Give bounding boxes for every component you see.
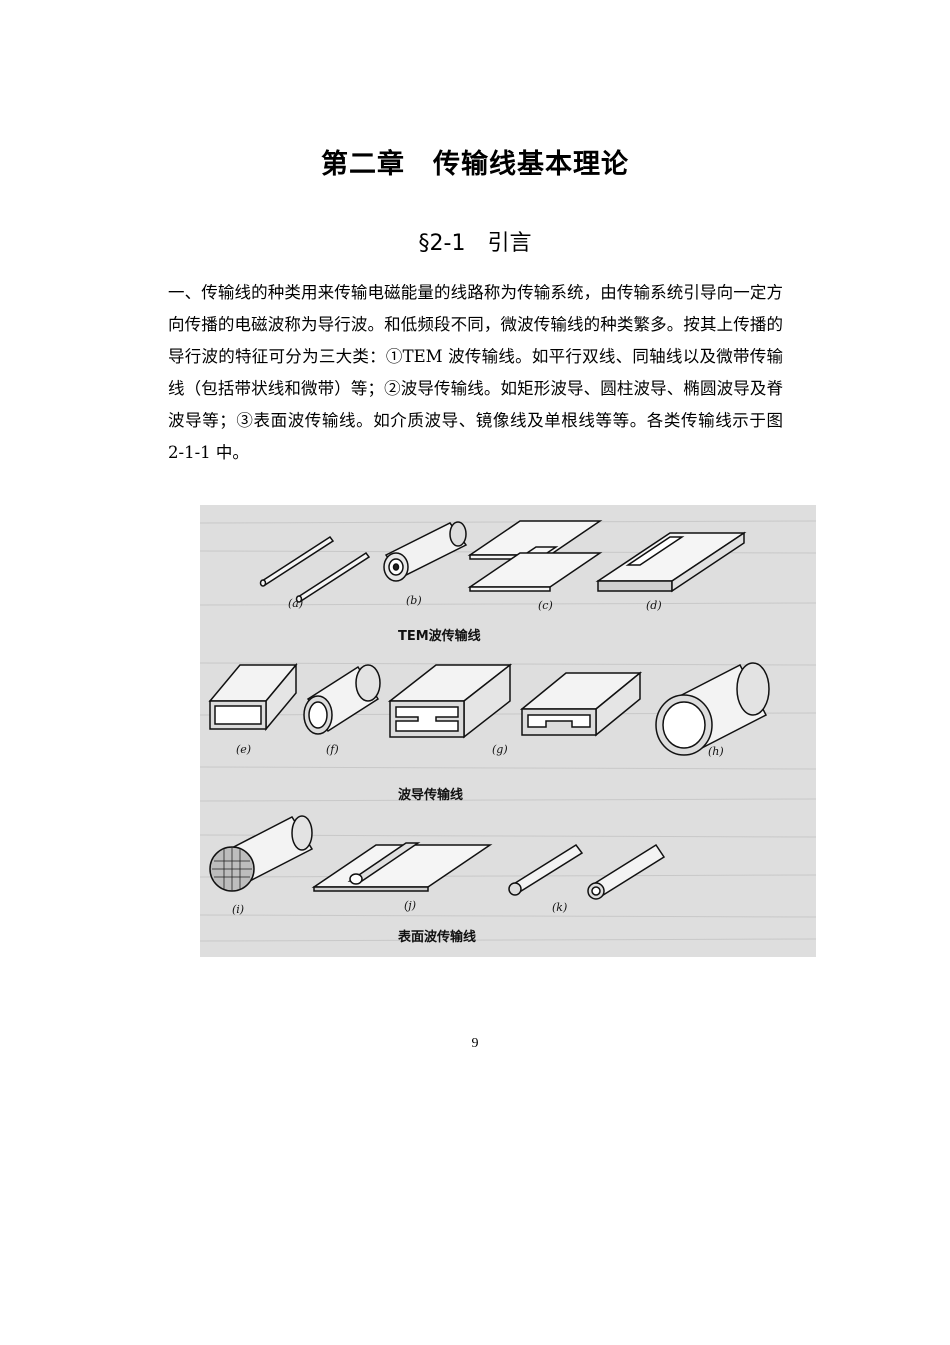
elliptic-waveguide-drawing	[655, 662, 770, 756]
ridge-waveguide-drawing	[387, 663, 513, 739]
label-h: (h)	[708, 745, 724, 758]
label-b: (b)	[406, 594, 422, 607]
label-d: (d)	[646, 599, 662, 612]
stripline-drawing	[467, 520, 603, 592]
label-g: (g)	[492, 743, 508, 756]
label-i: (i)	[232, 903, 244, 916]
single-wire-drawing	[508, 843, 666, 900]
figure-illustration: (a) (b) (c) (d) TEM波传输线	[200, 520, 816, 945]
label-c: (c)	[538, 599, 553, 612]
rectangular-waveguide-drawing	[208, 662, 298, 732]
label-f: (f)	[326, 743, 339, 756]
background-texture	[200, 520, 816, 942]
label-e: (e)	[236, 743, 251, 756]
caption-tem: TEM波传输线	[398, 628, 481, 644]
label-a: (a)	[288, 597, 303, 610]
coaxial-line-drawing	[383, 521, 468, 582]
label-j: (j)	[404, 899, 416, 912]
two-wire-line-drawing	[259, 535, 371, 603]
transmission-line-figure: (a) (b) (c) (d) TEM波传输线	[200, 505, 816, 957]
chapter-title: 第二章 传输线基本理论	[321, 149, 629, 180]
channel-guide-drawing	[519, 671, 643, 737]
section-title: §2-1 引言	[418, 231, 532, 256]
microstrip-drawing	[595, 531, 747, 593]
image-line-drawing	[311, 842, 493, 892]
label-k: (k)	[552, 901, 567, 914]
caption-waveguide: 波导传输线	[398, 787, 463, 803]
circular-waveguide-drawing	[303, 664, 381, 735]
page-number: 9	[471, 1036, 479, 1051]
body-paragraph: 一、传输线的种类用来传输电磁能量的线路称为传输系统，由传输系统引导向一定方向传播…	[168, 283, 783, 462]
caption-surface: 表面波传输线	[397, 929, 476, 945]
dielectric-rod-drawing	[209, 815, 314, 892]
